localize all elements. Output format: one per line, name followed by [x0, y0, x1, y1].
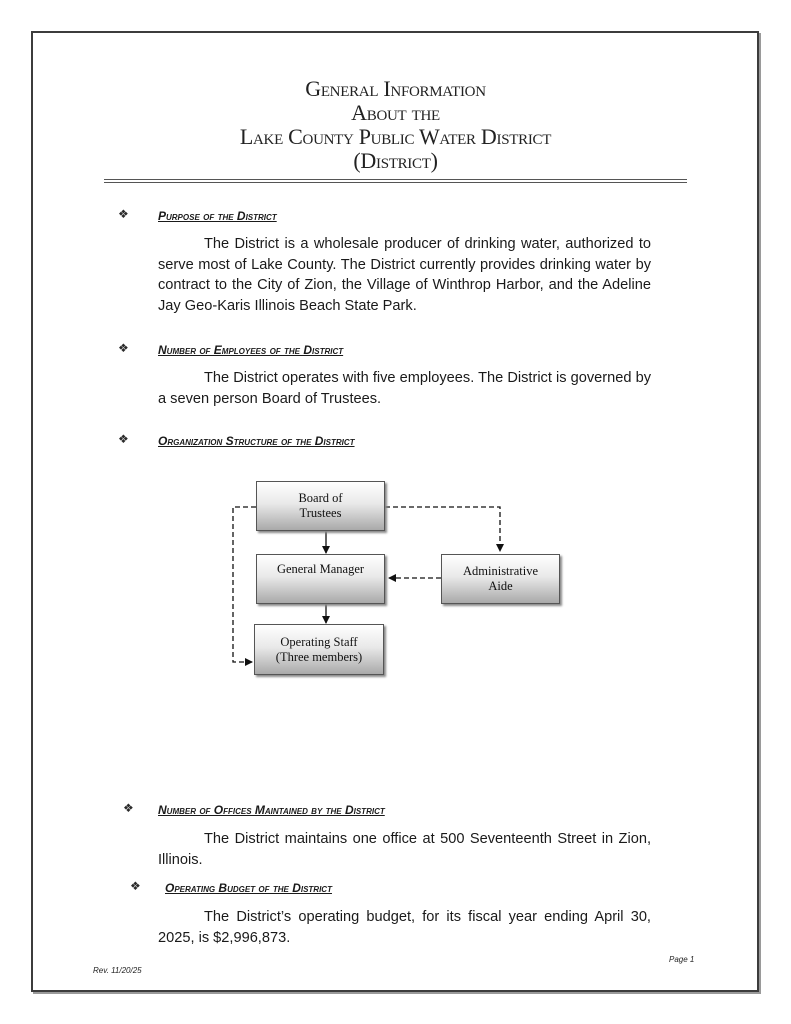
offices-heading: Number of Offices Maintained by the Dist…	[158, 803, 385, 817]
offices-paragraph: The District maintains one office at 500…	[158, 829, 651, 870]
org-node-label: Aide	[488, 579, 513, 593]
purpose-heading: Purpose of the District	[158, 209, 277, 223]
diamond-bullet-icon: ❖	[118, 341, 129, 355]
structure-heading: Organization Structure of the District	[158, 434, 355, 448]
org-node-operating-staff: Operating Staff (Three members)	[254, 624, 384, 675]
title-line-4: (District)	[353, 148, 438, 173]
diamond-bullet-icon: ❖	[118, 207, 129, 221]
org-node-board-of-trustees: Board of Trustees	[256, 481, 385, 531]
purpose-text: The District is a wholesale producer of …	[158, 236, 651, 314]
title-line-3: Lake County Public Water District	[239, 124, 552, 149]
org-node-label: Operating Staff	[280, 634, 358, 649]
revision-date: Rev. 11/20/25	[93, 966, 142, 975]
org-node-label: Administrative	[463, 564, 538, 578]
page-number: Page 1	[669, 955, 695, 964]
document-title: General Information About the Lake Count…	[0, 77, 791, 173]
org-node-label: Board of	[298, 491, 343, 505]
title-line-1: General Information	[305, 76, 486, 101]
org-node-label: General Manager	[276, 562, 365, 576]
budget-paragraph: The District’s operating budget, for its…	[158, 907, 651, 948]
org-node-label: Trustees	[299, 506, 342, 520]
diamond-bullet-icon: ❖	[123, 801, 134, 815]
org-node-label: (Three members)	[275, 649, 363, 664]
employees-text: The District operates with five employee…	[158, 370, 651, 407]
budget-text: The District’s operating budget, for its…	[158, 909, 651, 946]
employees-paragraph: The District operates with five employee…	[158, 368, 651, 409]
budget-heading: Operating Budget of the District	[165, 881, 332, 895]
employees-heading: Number of Employees of the District	[158, 343, 344, 357]
title-divider	[104, 179, 687, 183]
title-line-2: About the	[351, 100, 440, 125]
page-frame	[31, 31, 759, 992]
diamond-bullet-icon: ❖	[130, 879, 141, 893]
org-node-administrative-aide: Administrative Aide	[441, 554, 560, 604]
diamond-bullet-icon: ❖	[118, 432, 129, 446]
org-node-general-manager: General Manager	[256, 554, 385, 604]
offices-text: The District maintains one office at 500…	[158, 831, 651, 868]
board-to-aide-connector	[385, 506, 504, 552]
board-to-staff-connector	[232, 506, 256, 666]
purpose-paragraph: The District is a wholesale producer of …	[158, 234, 651, 316]
